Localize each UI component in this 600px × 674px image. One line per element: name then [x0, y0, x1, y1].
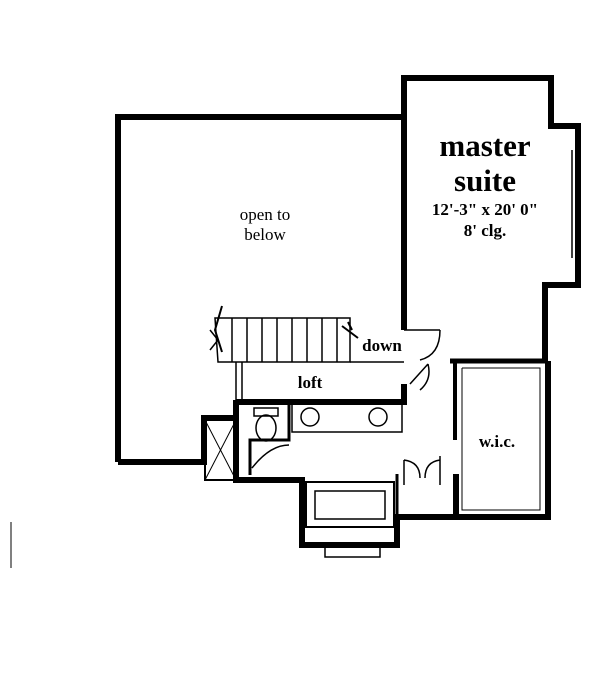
master-suite-ceiling: 8' clg. [463, 221, 507, 240]
stair-down-label: down [362, 336, 402, 355]
open-room-walls [115, 114, 404, 465]
master-suite-dimensions: 12'-3" x 20' 0" [431, 200, 539, 219]
bath-top-wall [236, 384, 407, 405]
loft-railing [235, 361, 404, 400]
loft-door-swing [409, 363, 430, 391]
master-window [571, 150, 577, 258]
master-suite-title-1: master [439, 128, 531, 163]
sink-right [368, 407, 388, 427]
open-to-below-2: below [244, 225, 286, 244]
toilet-bowl [255, 414, 277, 442]
sink-left [300, 407, 320, 427]
bath-window [324, 545, 381, 558]
toilet-tank [253, 407, 279, 417]
vanity [291, 403, 403, 433]
shower [204, 419, 237, 481]
bath-door [251, 444, 290, 469]
wic-label: w.i.c. [478, 432, 516, 451]
tub-outer [305, 481, 395, 528]
open-to-below-1: open to [239, 205, 291, 224]
tub-inner [314, 490, 386, 520]
master-suite-walls [401, 75, 581, 362]
stair [209, 305, 359, 363]
master-door [404, 329, 441, 361]
loft-label: loft [297, 373, 323, 392]
shower-cross [204, 419, 237, 481]
wic-walls [453, 361, 551, 520]
wic-door [403, 456, 441, 485]
wic-shelves [461, 367, 541, 511]
master-suite-title-2: suite [454, 163, 516, 198]
